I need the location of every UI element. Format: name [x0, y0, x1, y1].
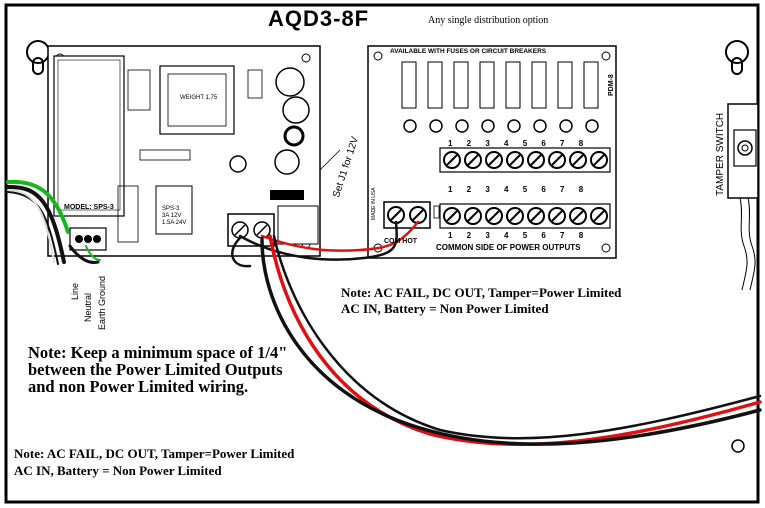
mount-hole	[731, 439, 745, 453]
j1-pointer	[319, 149, 341, 171]
diagram-subtitle: Any single distribution option	[428, 15, 549, 26]
com-hot-label: COM HOT	[384, 238, 418, 245]
ac-input-cable	[6, 179, 101, 265]
battery-leads	[260, 234, 762, 447]
terminal-numbers-top: 1 2 3 4 5 6 7 8	[448, 139, 584, 148]
power-supply-board	[47, 45, 321, 257]
transformer-label: WEIGHT 1.75	[180, 95, 218, 101]
line-label: Line	[70, 282, 80, 300]
terminal-numbers-bottom: 1 2 3 4 5 6 7 8	[448, 231, 584, 240]
enclosure-outline	[4, 3, 760, 504]
note-power-limited-middle: Note: AC FAIL, DC OUT, Tamper=Power Limi…	[341, 285, 622, 316]
model-label: MODEL: SPS-3	[64, 204, 114, 211]
distribution-board	[367, 45, 617, 259]
diagram-title: AQD3-8F	[268, 6, 370, 31]
note-power-limited-bottom: Note: AC FAIL, DC OUT, Tamper=Power Limi…	[14, 446, 295, 478]
tamper-switch	[727, 103, 759, 291]
keyhole-right	[725, 40, 749, 75]
neutral-label: Neutral	[83, 292, 93, 322]
note-spacing: Note: Keep a minimum space of 1/4" betwe…	[28, 343, 288, 396]
terminal-numbers-middle: 1 2 3 4 5 6 7 8	[448, 185, 584, 194]
earth-ground-label: Earth Ground	[97, 275, 107, 330]
fuse-note-label: AVAILABLE WITH FUSES OR CIRCUIT BREAKERS	[390, 48, 547, 55]
keyhole-left	[26, 40, 50, 75]
pdm-label: PDM-8	[608, 74, 615, 96]
tamper-switch-label: TAMPER SWITCH	[715, 112, 726, 196]
common-side-label: COMMON SIDE OF POWER OUTPUTS	[436, 243, 581, 252]
side-label: MADE IN USA	[371, 187, 377, 220]
